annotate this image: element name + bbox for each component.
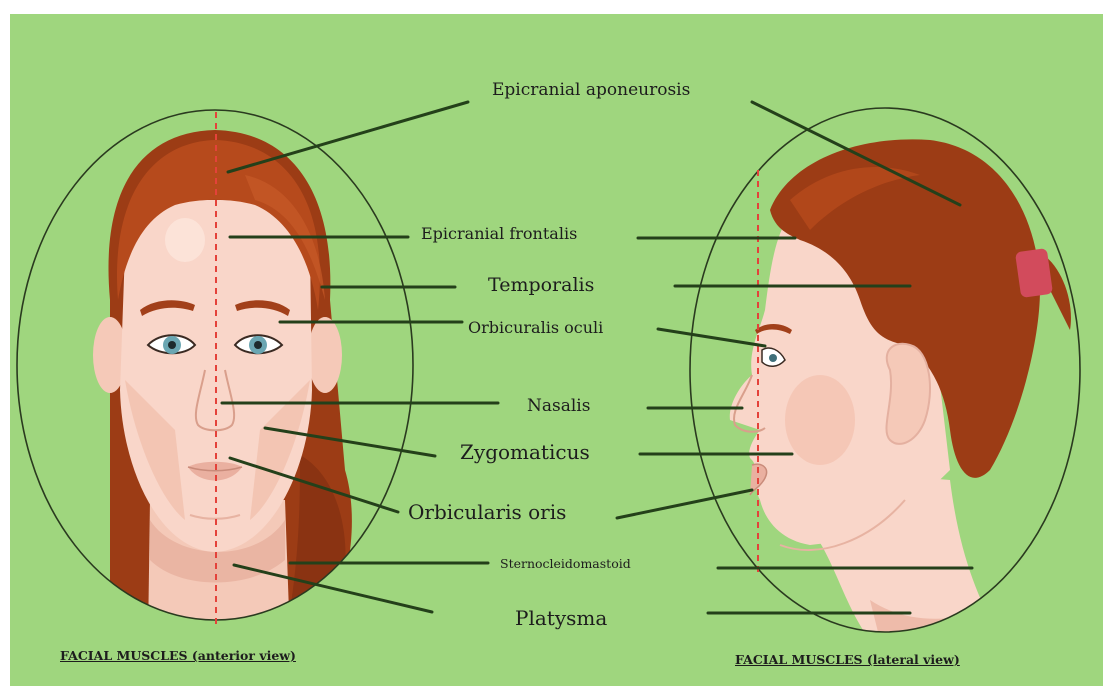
label-nasalis: Nasalis — [527, 396, 590, 416]
label-epicranial-frontalis: Epicranial frontalis — [421, 224, 577, 243]
leader-orbicularis-oculi-right — [658, 329, 765, 346]
leader-epicranial-aponeurosis-left — [228, 102, 468, 172]
leader-orbicularis-oris-right — [617, 490, 752, 518]
label-sternocleidomastoid: Sternocleidomastoid — [500, 556, 631, 571]
caption-anterior-view: FACIAL MUSCLES (anterior view) — [60, 648, 296, 663]
caption-lateral-view: FACIAL MUSCLES (lateral view) — [735, 652, 960, 667]
lateral-hair-tie — [1015, 248, 1053, 298]
label-platysma: Platysma — [515, 606, 607, 630]
label-zygomaticus: Zygomaticus — [460, 440, 590, 464]
label-epicranial-aponeurosis: Epicranial aponeurosis — [492, 80, 690, 100]
label-orbicularis-oculi: Orbicuralis oculi — [468, 318, 603, 337]
lateral-view-head — [730, 139, 1071, 640]
label-orbicularis-oris: Orbicularis oris — [408, 500, 566, 524]
label-temporalis: Temporalis — [488, 274, 594, 296]
anterior-right-ear — [308, 317, 342, 393]
